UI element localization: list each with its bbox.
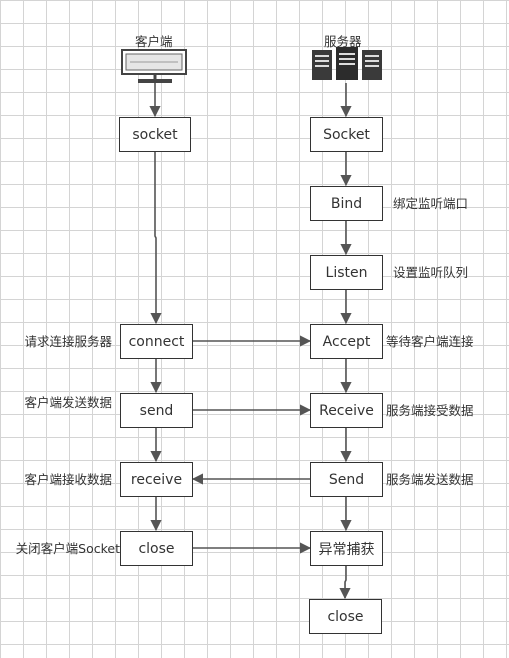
server-listen-box[interactable]: Listen (310, 255, 383, 290)
server-accept-box[interactable]: Accept (310, 324, 383, 359)
label-client-close: 关闭客户端Socket (15, 541, 120, 556)
server-title: 服务器 (324, 34, 362, 49)
server-close-box[interactable]: close (309, 599, 382, 634)
client-close-box[interactable]: close (120, 531, 193, 566)
client-send-box[interactable]: send (120, 393, 193, 428)
label-server-send: 服务端发送数据 (386, 472, 474, 487)
label-server-bind: 绑定监听端口 (393, 196, 469, 211)
label-client-connect: 请求连接服务器 (24, 334, 112, 349)
label-client-send: 客户端发送数据 (24, 395, 112, 410)
server-receive-box[interactable]: Receive (310, 393, 383, 428)
client-connect-box[interactable]: connect (120, 324, 193, 359)
server-socket-box[interactable]: Socket (310, 117, 383, 152)
arrow-server-exception-to-close (339, 565, 351, 600)
server-rack-icon (312, 47, 382, 80)
label-server-accept: 等待客户端连接 (386, 334, 474, 349)
client-socket-box[interactable]: socket (119, 117, 191, 152)
arrow-client-socket-to-connect (150, 151, 162, 325)
client-receive-box[interactable]: receive (120, 462, 193, 497)
client-title: 客户端 (135, 34, 173, 49)
server-exception-box[interactable]: 异常捕获 (310, 531, 383, 566)
label-client-receive: 客户端接收数据 (24, 472, 112, 487)
monitor-icon (121, 49, 187, 83)
label-server-receive: 服务端接受数据 (386, 403, 474, 418)
server-bind-box[interactable]: Bind (310, 186, 383, 221)
label-server-listen: 设置监听队列 (393, 265, 469, 280)
server-send-box[interactable]: Send (310, 462, 383, 497)
